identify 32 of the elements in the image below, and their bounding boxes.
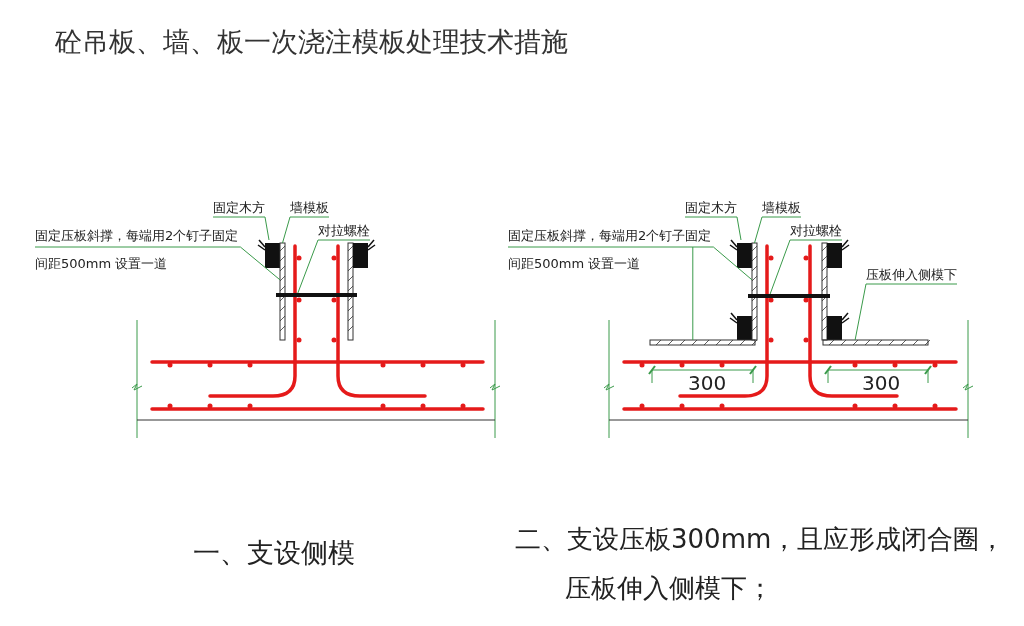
caption-text: 二、支设压板300mm，且应形成闭合圈，压板伸入侧模下；: [515, 523, 1007, 606]
leader-line: [507, 246, 753, 281]
tie-bolt: [748, 294, 830, 298]
leader-line: [34, 246, 281, 281]
callout-text: 对拉螺栓: [318, 222, 370, 240]
timber-block: [257, 239, 280, 268]
leader-line: [684, 216, 742, 241]
dimension-text: 300: [862, 373, 901, 393]
leader-line: [692, 246, 694, 341]
pressing-plate: [822, 339, 931, 346]
tie-bolt: [276, 293, 357, 297]
pressing-plate: [649, 339, 758, 346]
wall-formwork-board: [751, 242, 758, 341]
leader-line: [854, 283, 958, 341]
dimension-text: 300: [688, 373, 727, 393]
callout-text: 固定木方: [213, 199, 265, 217]
callout-text: 墙模板: [290, 199, 329, 217]
leader-line: [297, 239, 371, 294]
title: 砼吊板、墙、板一次浇注模板处理技术措施: [55, 25, 568, 59]
leader-line: [769, 239, 843, 295]
leader-line: [282, 216, 330, 244]
callout-text: 固定压板斜撑，每端用2个钉子固定间距500mm 设置一道: [508, 222, 714, 278]
callout-text: 固定木方: [685, 199, 737, 217]
wall-formwork-board: [279, 242, 286, 341]
callout-text: 墙模板: [762, 199, 801, 217]
callout-text: 压板伸入侧模下: [866, 266, 957, 284]
callout-text: 固定压板斜撑，每端用2个钉子固定间距500mm 设置一道: [35, 222, 241, 278]
caption-text: 一、支设侧模: [193, 536, 355, 570]
leader-line: [754, 216, 802, 244]
timber-block: [729, 239, 752, 268]
callout-text: 对拉螺栓: [790, 222, 842, 240]
leader-line: [212, 216, 270, 241]
